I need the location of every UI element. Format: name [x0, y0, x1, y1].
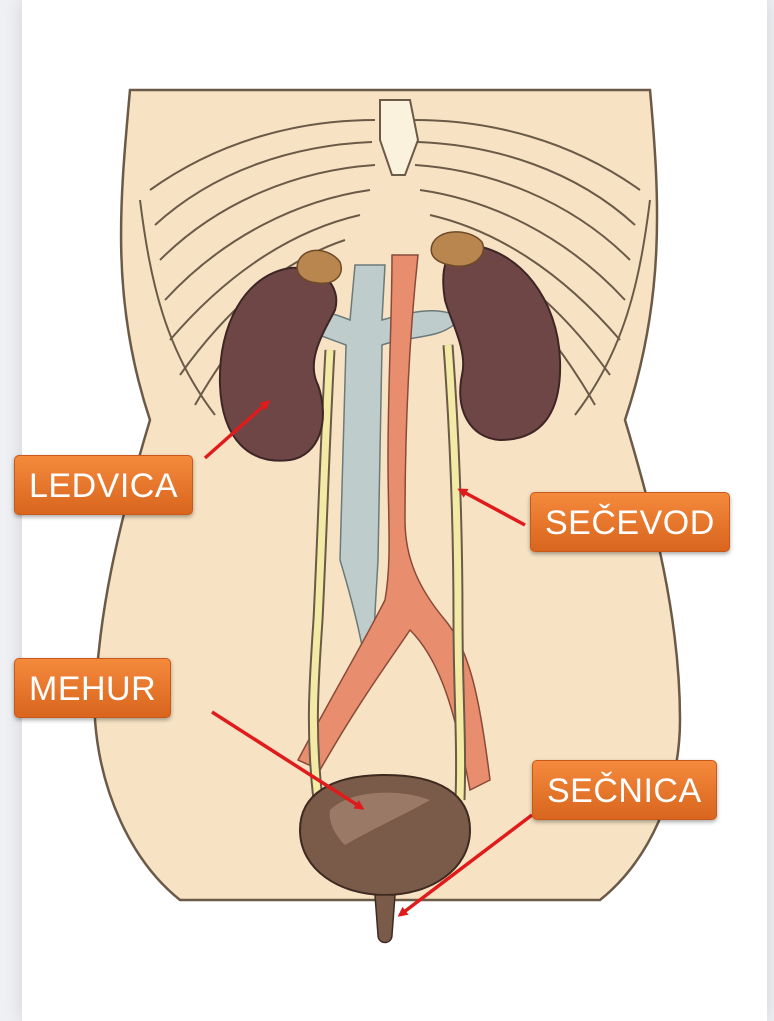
urethra: [375, 895, 395, 943]
label-kidney: LEDVICA: [14, 455, 193, 515]
label-urethra: SEČNICA: [532, 760, 717, 820]
adrenal-right: [431, 232, 483, 266]
label-bladder: MEHUR: [14, 658, 171, 718]
label-ureter: SEČEVOD: [530, 492, 730, 552]
